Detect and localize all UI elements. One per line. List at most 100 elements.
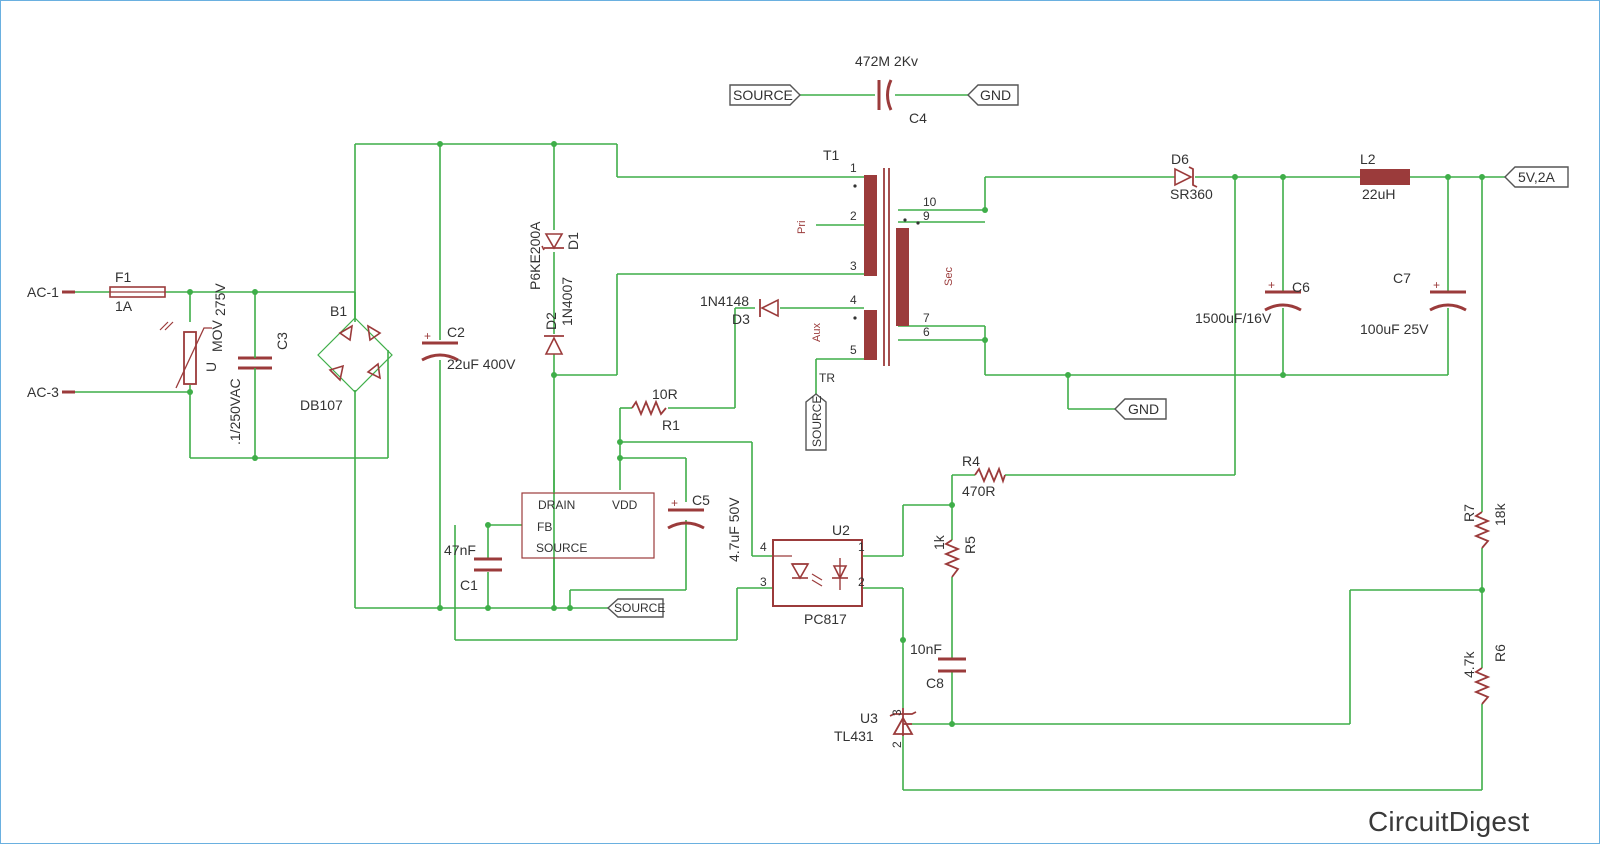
svg-text:+: + [424,329,431,343]
flag-gnd-top: GND [967,84,1019,106]
svg-text:3: 3 [760,575,767,589]
wires [75,94,1505,791]
controller-ic: DRAIN VDD FB SOURCE [521,470,655,559]
ac-input-3: AC-3 [27,384,75,400]
r4-ref: R4 [962,453,980,469]
c6-value: 1500uF/16V [1195,310,1272,326]
c8-ref: C8 [926,675,944,691]
capacitor-c8: 10nF C8 [910,641,966,691]
d1-value: 1N4007 [559,277,575,326]
f1-value: 1A [115,298,133,314]
svg-text:5: 5 [850,343,857,357]
svg-text:4: 4 [850,293,857,307]
t1-ref: T1 [823,147,840,163]
flag-output: 5V,2A [1504,166,1569,188]
capacitor-c5: + C5 4.7uF 50V [667,492,742,562]
resistor-r1: 10R R1 [631,386,680,433]
r1-ref: R1 [662,417,680,433]
logo-circuit: Circuit [1368,806,1449,837]
circuitdigest-logo: CircuitDigest [1368,806,1529,838]
d3-value: 1N4148 [700,293,749,309]
d6-value: SR360 [1170,186,1213,202]
ic-drain: DRAIN [538,498,575,512]
l2-ref: L2 [1360,151,1376,167]
mov-ref: MOV [209,319,225,352]
diode-d3: 1N4148 D3 [700,293,779,327]
capacitor-c3: C3 .1/250VAC [227,332,290,445]
flag-gnd-mid: GND [1114,398,1167,420]
inductor-l2: L2 22uH [1360,151,1410,202]
r6-ref: R6 [1492,644,1508,662]
transformer-t1: T1 Pri Sec Aux 1 2 3 4 5 10 9 7 6 TR [796,147,955,385]
svg-text:SOURCE: SOURCE [810,396,824,447]
u2-part: PC817 [804,611,847,627]
svg-text:3: 3 [890,709,904,716]
t1-pri: Pri [796,221,808,234]
r5-value: 1k [931,534,947,550]
c4-ref: C4 [909,110,927,126]
capacitor-c2: + C2 22uF 400V [421,324,516,372]
varistor-mov: MOV 275V U [159,283,228,389]
tr-label: TR [819,371,835,385]
resistor-r7: R7 18k [1461,502,1508,549]
svg-text:GND: GND [980,87,1011,103]
c3-value: .1/250VAC [227,378,243,445]
flag-source-tr: SOURCE [805,393,827,451]
fuse-f1: F1 1A [109,269,166,314]
optocoupler-u2: 4 3 1 2 U2 PC817 [760,522,865,627]
svg-text:6: 6 [923,325,930,339]
u3-ref: U3 [860,710,878,726]
svg-text:5V,2A: 5V,2A [1518,169,1556,185]
d6-ref: D6 [1171,151,1189,167]
resistor-r5: 1k R5 [931,534,978,578]
junctions [187,141,1485,727]
svg-text:+: + [1433,278,1440,292]
svg-text:+: + [1268,278,1275,292]
svg-text:3: 3 [850,259,857,273]
ic-fb: FB [537,520,552,534]
c5-value: 4.7uF 50V [726,497,742,562]
r4-value: 470R [962,483,995,499]
d2-value: P6KE200A [527,221,543,290]
ac-input-1: AC-1 [27,284,75,300]
svg-text:4: 4 [760,540,767,554]
r1-value: 10R [652,386,678,402]
d3-ref: D3 [732,311,750,327]
b1-part: DB107 [300,397,343,413]
r7-ref: R7 [1461,504,1477,522]
svg-text:GND: GND [1128,401,1159,417]
c3-ref: C3 [274,332,290,350]
svg-text:7: 7 [923,311,930,325]
ac3-label: AC-3 [27,384,59,400]
svg-text:9: 9 [923,209,930,223]
c7-value: 100uF 25V [1360,321,1429,337]
r7-value: 18k [1492,502,1508,526]
svg-text:SOURCE: SOURCE [614,601,665,615]
c4-value: 472M 2Kv [855,53,918,69]
svg-text:SOURCE: SOURCE [733,87,793,103]
r6-value: 4.7k [1461,651,1477,678]
c1-ref: C1 [460,577,478,593]
t1-sec: Sec [943,267,955,286]
logo-digest: Digest [1448,806,1530,837]
svg-text:2: 2 [858,575,865,589]
svg-text:1: 1 [850,161,857,175]
capacitor-c4: 472M 2Kv C4 [855,53,927,126]
resistor-r6: 4.7k R6 [1461,644,1508,705]
c7-ref: C7 [1393,270,1411,286]
mov-u: U [203,362,219,372]
c2-value: 22uF 400V [447,356,516,372]
c2-ref: C2 [447,324,465,340]
ac1-label: AC-1 [27,284,59,300]
f1-ref: F1 [115,269,132,285]
c8-value: 10nF [910,641,942,657]
capacitor-c6: + C6 1500uF/16V [1195,278,1310,326]
flag-source-bottom: SOURCE [606,598,665,618]
svg-text:1: 1 [858,540,865,554]
d2-ref: D2 [543,312,559,330]
ic-source: SOURCE [536,541,587,555]
u2-ref: U2 [832,522,850,538]
svg-text:2: 2 [850,209,857,223]
